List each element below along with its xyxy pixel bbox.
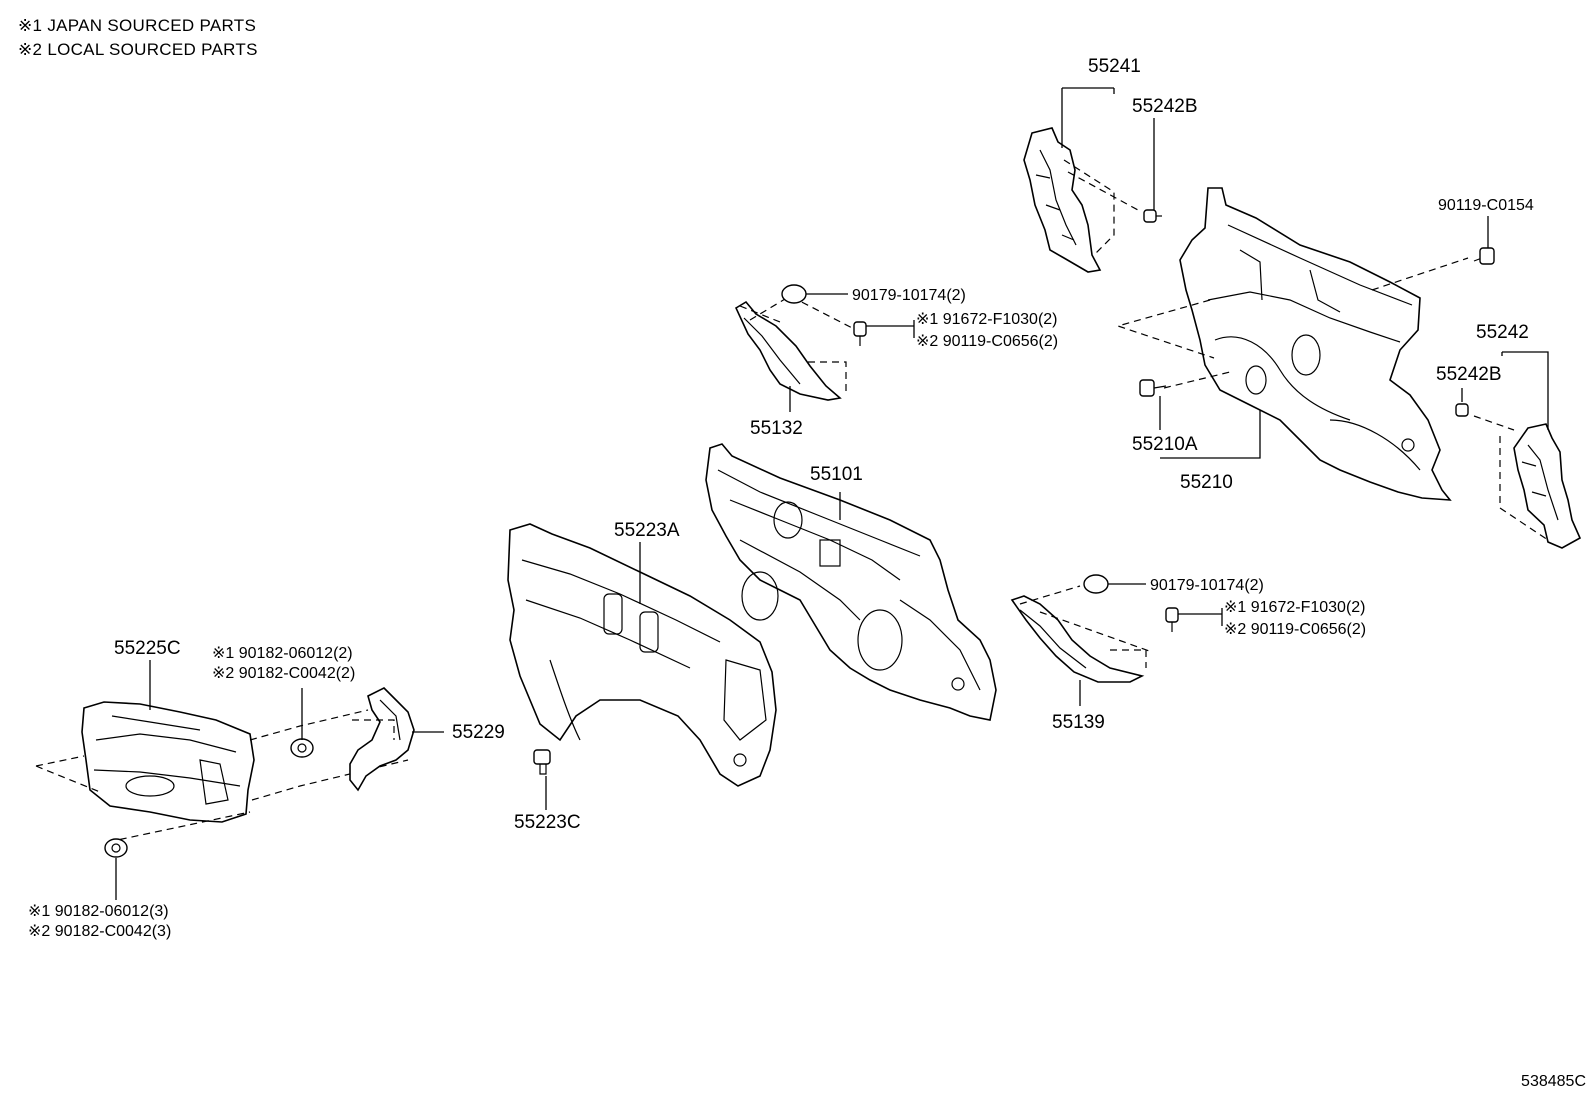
label-55223C: 55223C [514,812,581,833]
nut-90182-top [290,738,314,758]
bolt-55242B-top [1143,209,1162,223]
label-90182-C0042-top: ※2 90182-C0042(2) [212,665,355,682]
leader-55210 [1160,410,1261,459]
clip-90179-mid [1083,574,1109,594]
label-55229: 55229 [452,722,505,743]
bolt-91672-mid [1165,607,1179,632]
label-90182-06012-bottom: ※1 90182-06012(3) [28,903,169,920]
part-55132-shield [734,300,842,401]
label-55210: 55210 [1180,472,1233,493]
part-55229-bracket [349,687,415,792]
leader-91672-mid [1178,608,1223,626]
bolt-91672-top [853,321,867,346]
leader-91672-top [866,320,915,338]
label-90119-C0656-mid: ※2 90119-C0656(2) [1224,621,1366,638]
label-55225C: 55225C [114,638,181,659]
label-55223A: 55223A [614,520,680,541]
bolt-90119-C0154 [1473,216,1495,265]
label-55101: 55101 [810,464,863,485]
part-55225C-insulator [81,701,255,823]
dash-55229 [352,719,395,740]
leader-55241 [1061,87,1115,148]
label-55242: 55242 [1476,322,1529,343]
label-90182-C0042-bottom: ※2 90182-C0042(3) [28,923,171,940]
part-55242-bracket [1513,423,1582,549]
clip-90179-top [781,284,807,304]
label-91672-F1030-top: ※1 91672-F1030(2) [916,311,1058,328]
dash-55241-to-bolt [1063,159,1139,256]
label-55132: 55132 [750,418,803,439]
label-55139: 55139 [1052,712,1105,733]
nut-90182-bottom [104,838,128,858]
note-local-sourced: ※2 LOCAL SOURCED PARTS [18,40,258,59]
label-90179-10174-mid: 90179-10174(2) [1150,577,1264,594]
part-55210-insulator [1179,187,1452,501]
label-55210A: 55210A [1132,434,1198,455]
bolt-55210A [1139,379,1167,397]
label-90182-06012-top: ※1 90182-06012(2) [212,645,353,662]
dash-55225C [35,709,409,843]
label-90119-C0154: 90119-C0154 [1438,197,1534,214]
dash-55242 [1473,415,1549,541]
label-55242B-right: 55242B [1436,364,1502,385]
part-55223A-silencer [507,523,777,787]
diagram-reference-code: 538485C [1521,1073,1586,1090]
label-90119-C0656-top: ※2 90119-C0656(2) [916,333,1058,350]
label-55242B-top: 55242B [1132,96,1198,117]
dash-55139 [1019,585,1153,668]
label-90179-10174-top: 90179-10174(2) [852,287,966,304]
bolt-55242B-right [1455,403,1469,417]
part-55101-dash-panel [705,443,997,721]
part-55241-bracket [1023,127,1102,273]
note-japan-sourced: ※1 JAPAN SOURCED PARTS [18,16,257,35]
leader-55242 [1501,351,1549,430]
part-55139-shield [1010,595,1145,683]
dash-55210-right-bolt [1371,257,1469,291]
dash-55132 [739,295,861,392]
label-91672-F1030-mid: ※1 91672-F1030(2) [1224,599,1366,616]
label-55241: 55241 [1088,56,1141,77]
clip-55223C [533,749,551,775]
